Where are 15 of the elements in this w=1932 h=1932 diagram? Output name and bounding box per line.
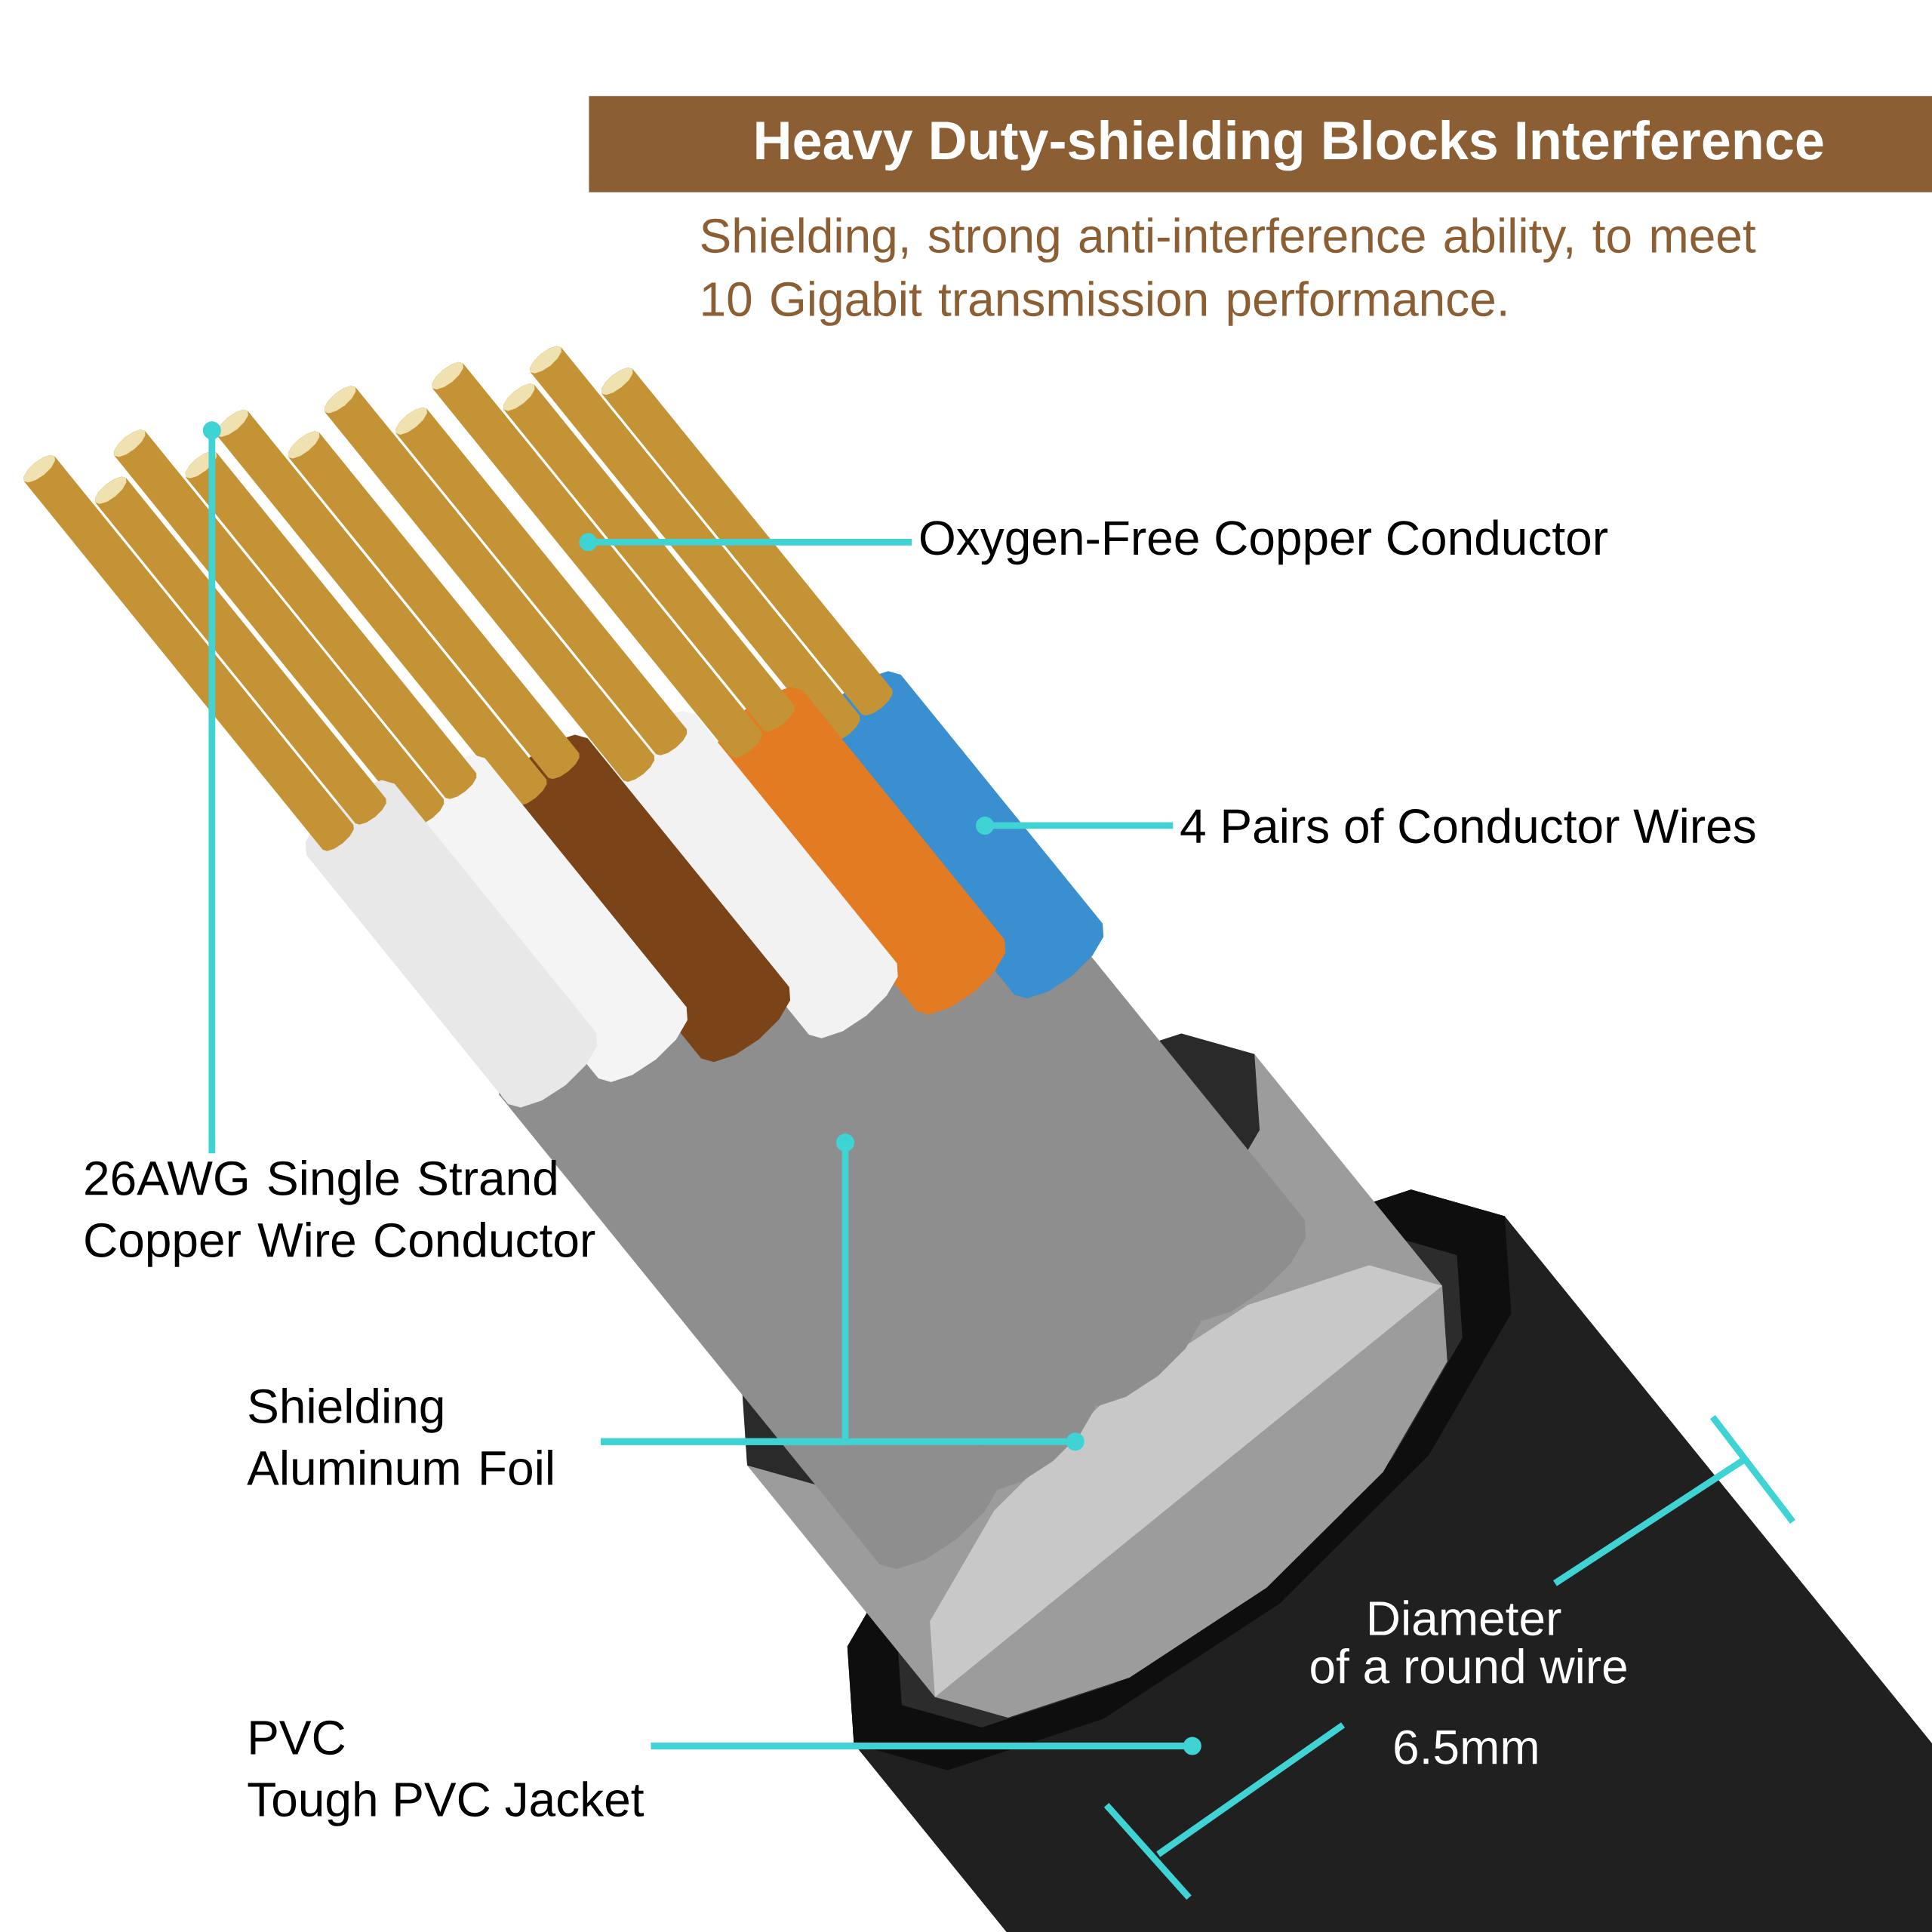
leader-line (976, 816, 1174, 835)
callout-text: Oxygen-Free Copper Conductor (921, 519, 1607, 565)
leader-line (601, 1134, 854, 1445)
leader-line (651, 1737, 1201, 1755)
leader-line (202, 421, 221, 1154)
dimension-value: 6.5mm (1395, 1730, 1537, 1764)
callout-text: PVC Tough PVC Jacket (248, 1720, 645, 1826)
subtitle-text: Shielding, strong anti-interference ability, to meet 10 Gigabit transmission performance. (701, 217, 1756, 326)
callout-text: 26AWG Single Strand Copper Wire Conductor (85, 1160, 595, 1267)
dimension-label: of a round wire (1311, 1647, 1626, 1684)
leader-line (579, 533, 912, 552)
title-banner: Heavy Duty-shielding Blocks Interference (589, 96, 1932, 192)
callout-text: 4 Pairs of Conductor Wires (1180, 808, 1755, 844)
callout-text: Shielding Aluminum Foil (247, 1388, 552, 1486)
dimension-label: Diameter (1370, 1600, 1561, 1636)
